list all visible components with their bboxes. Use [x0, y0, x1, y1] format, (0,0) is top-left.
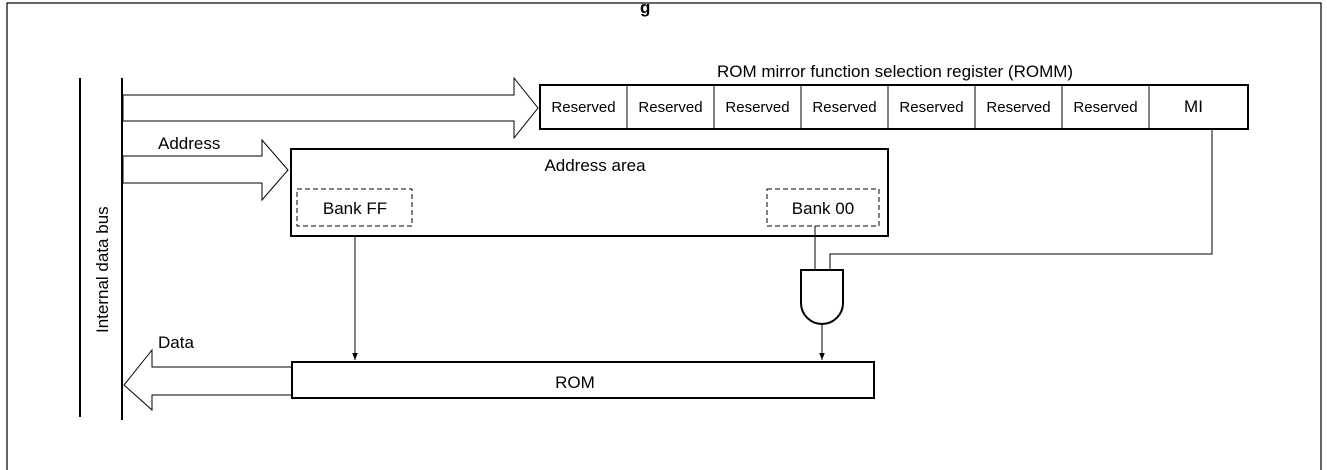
data-arrow: [123, 348, 293, 412]
bus-label: Internal data bus: [93, 206, 112, 333]
figure-frame: [6, 2, 1322, 470]
rom-label: ROM: [555, 373, 595, 392]
register-bit-reserved: Reserved: [986, 99, 1050, 116]
rom-box: [291, 361, 875, 399]
register-bit-reserved: Reserved: [551, 99, 615, 116]
register-bit-reserved: Reserved: [812, 99, 876, 116]
bank-ff-label: Bank FF: [323, 199, 387, 218]
figure-title: g: [640, 0, 650, 17]
address-arrow: [122, 138, 289, 202]
and-gate: [800, 269, 844, 325]
register-cells: Reserved Reserved Reserved Reserved Reserved…: [551, 85, 1203, 129]
register-title: ROM mirror function selection register (…: [717, 62, 1073, 81]
data-label: Data: [158, 333, 194, 352]
romm-register: [539, 84, 1249, 130]
register-bit-reserved: Reserved: [638, 99, 702, 116]
bank-00-box: [766, 188, 880, 227]
register-bit-mi: MI: [1184, 97, 1203, 116]
bank-00-label: Bank 00: [792, 199, 854, 218]
bus-to-register-arrow: [122, 76, 539, 140]
address-area-label: Address area: [544, 156, 646, 175]
bank-ff-box: [296, 188, 413, 227]
address-label: Address: [158, 134, 220, 153]
mi-to-gate-line: [829, 129, 1213, 270]
register-bit-reserved: Reserved: [899, 99, 963, 116]
register-bit-reserved: Reserved: [1073, 99, 1137, 116]
register-bit-reserved: Reserved: [725, 99, 789, 116]
